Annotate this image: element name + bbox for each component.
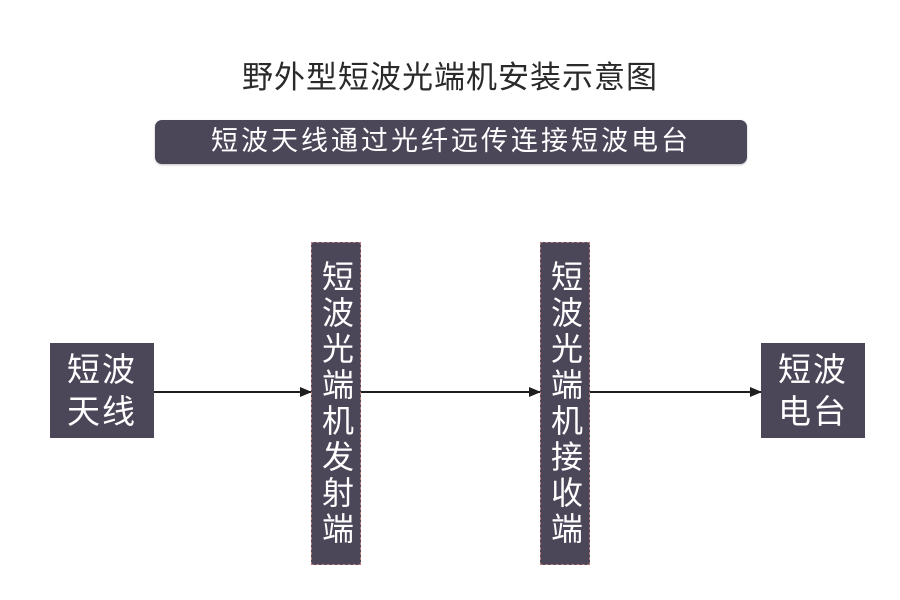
subtitle-banner: 短波天线通过光纤远传连接短波电台: [155, 120, 747, 164]
node-receiver: 短波光端机接收端: [540, 242, 590, 565]
node-antenna: 短波天线: [50, 343, 154, 438]
node-transmitter: 短波光端机发射端: [311, 242, 361, 565]
page-title: 野外型短波光端机安装示意图: [242, 60, 658, 96]
node-radio: 短波电台: [761, 343, 865, 438]
